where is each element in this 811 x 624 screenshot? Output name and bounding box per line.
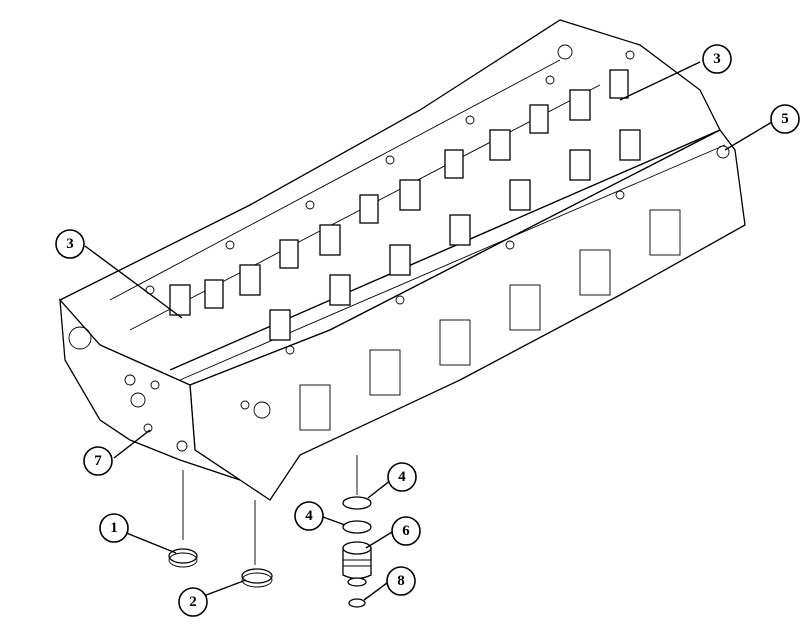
callout-5: 5 xyxy=(770,104,800,134)
callout-3-left: 3 xyxy=(55,229,85,259)
callout-7-label: 7 xyxy=(94,453,102,469)
callout-3-left-label: 3 xyxy=(66,236,74,252)
side-ports xyxy=(240,145,730,431)
callout-1: 1 xyxy=(99,513,129,543)
cylinder-head xyxy=(58,19,746,501)
callout-3-right: 3 xyxy=(702,44,732,74)
callout-4-upper-label: 4 xyxy=(398,469,406,485)
valve-bosses xyxy=(169,69,641,341)
callout-6: 6 xyxy=(391,516,421,546)
callout-6-label: 6 xyxy=(402,523,410,539)
callout-8: 8 xyxy=(386,566,416,596)
callout-7: 7 xyxy=(83,446,113,476)
end-face-holes xyxy=(68,326,188,452)
callout-8-label: 8 xyxy=(397,573,405,589)
callout-4-upper: 4 xyxy=(387,462,417,492)
callout-4-lower-label: 4 xyxy=(305,508,313,524)
callout-3-right-label: 3 xyxy=(713,51,721,67)
callout-4-lower: 4 xyxy=(294,501,324,531)
callout-2-label: 2 xyxy=(189,594,197,610)
exploded-parts xyxy=(168,455,372,608)
callout-5-label: 5 xyxy=(781,111,789,127)
callout-2: 2 xyxy=(178,587,208,617)
callout-1-label: 1 xyxy=(110,520,118,536)
bolt-holes xyxy=(145,44,635,355)
